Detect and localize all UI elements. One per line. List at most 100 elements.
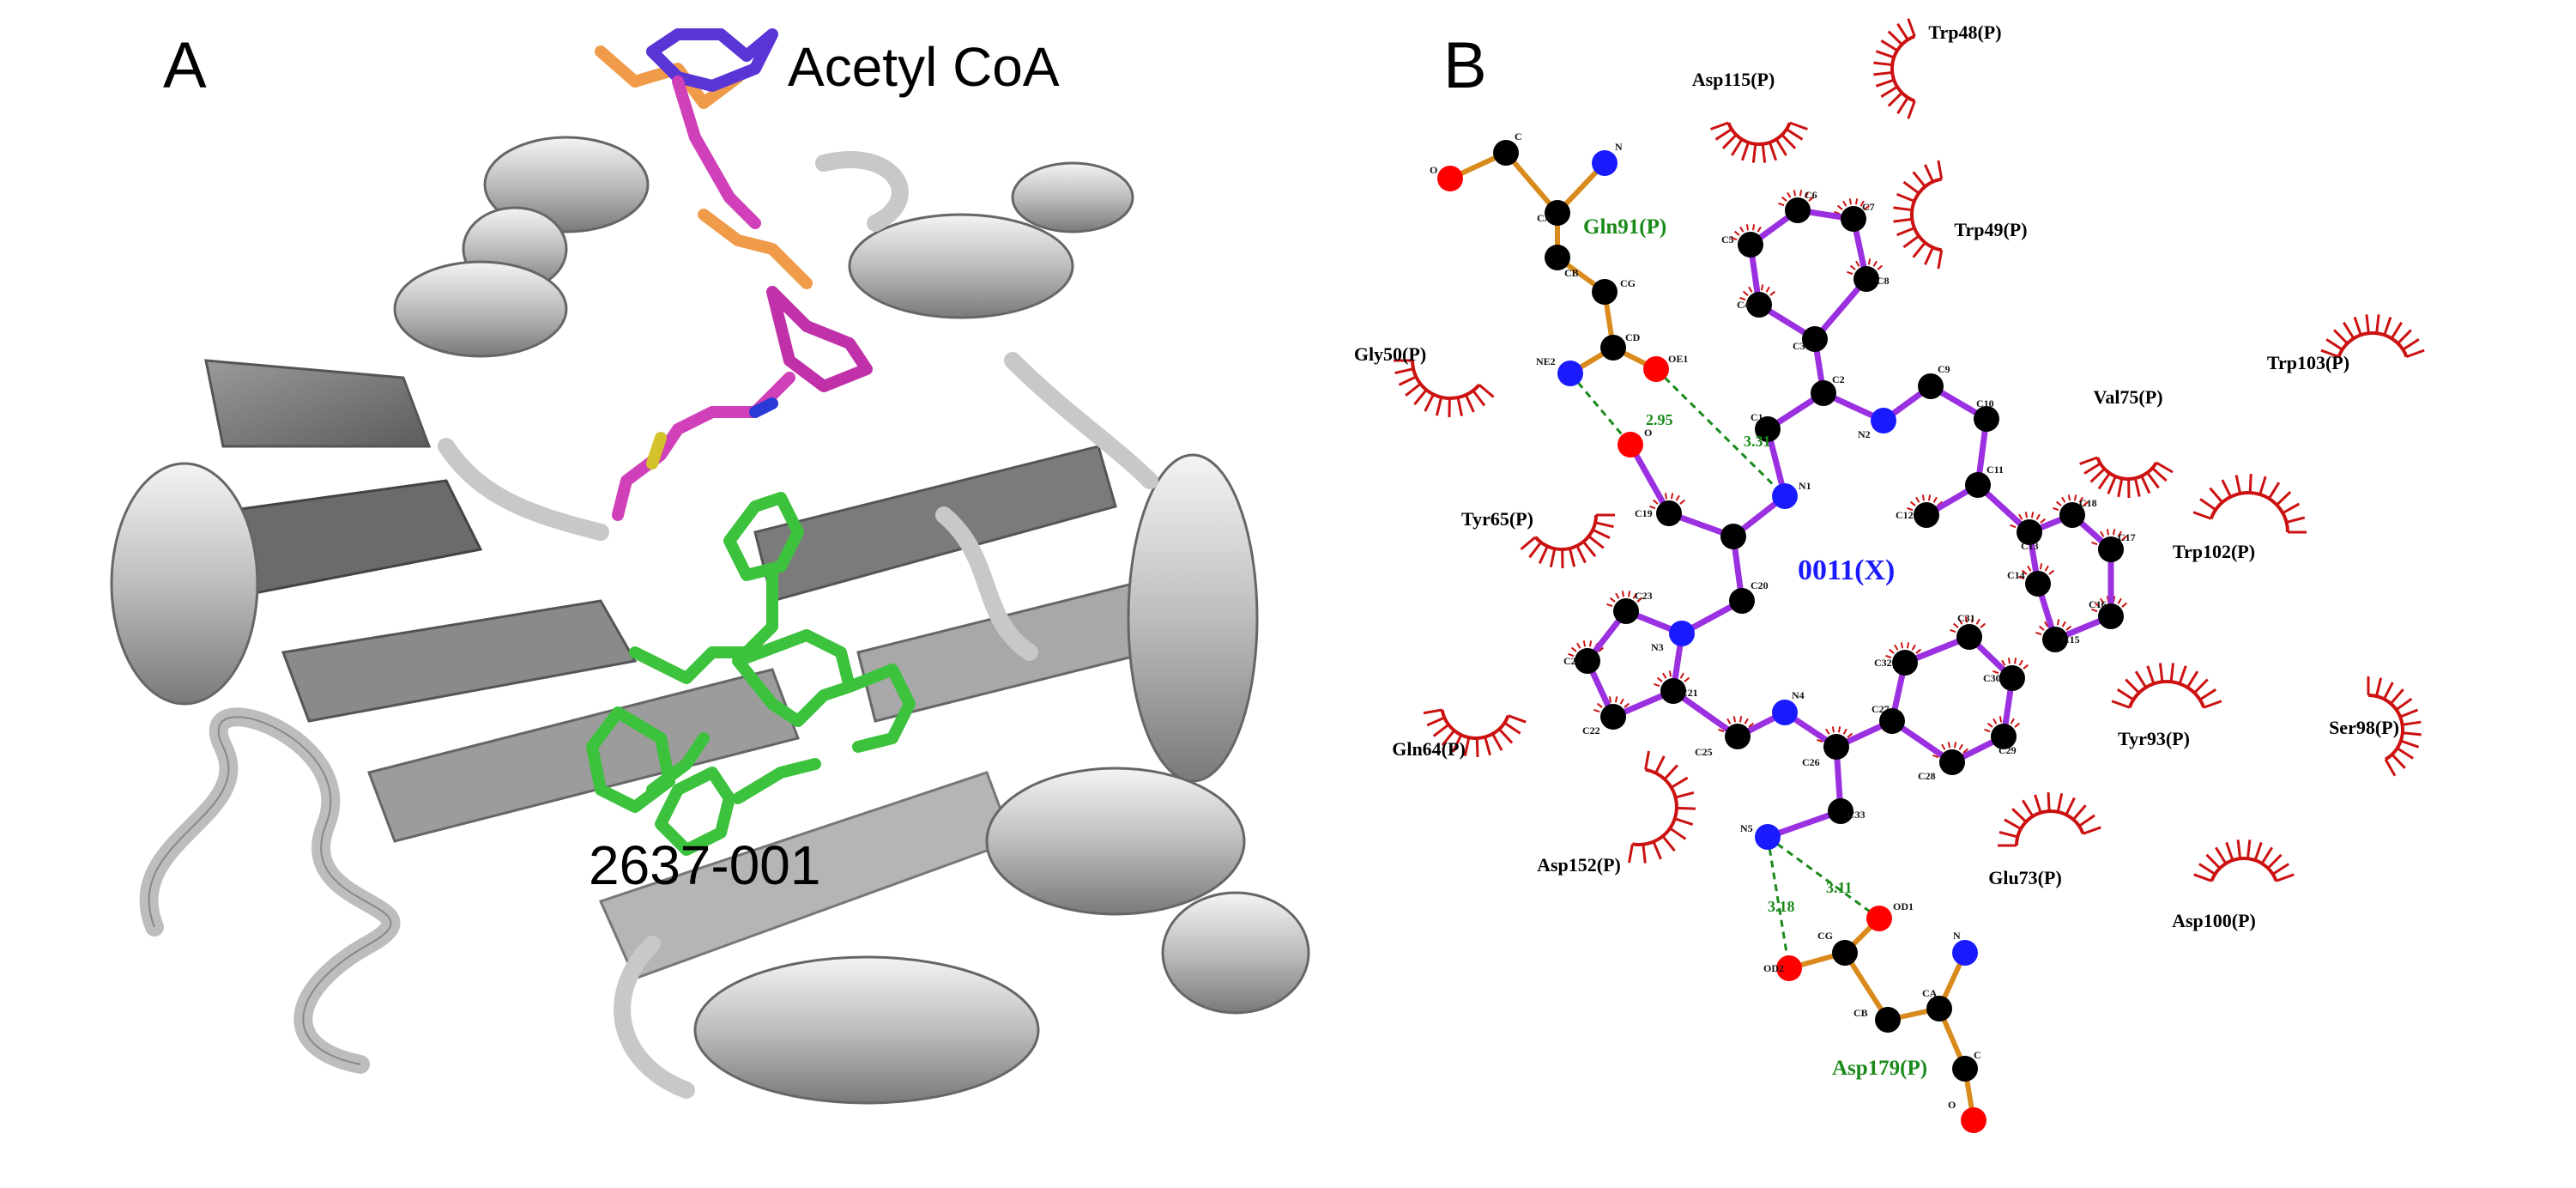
atom-label: OE1 bbox=[1668, 353, 1688, 365]
contact-spoke bbox=[1652, 499, 1659, 505]
contact-spoke bbox=[1582, 640, 1587, 647]
contact-spoke bbox=[1932, 754, 1939, 759]
carbon-atom bbox=[1746, 292, 1772, 318]
contact-spoke bbox=[2027, 565, 2032, 572]
link-chain-2 bbox=[732, 758, 821, 804]
hbond-distance-labels: 2.953.313.183.11 bbox=[1646, 411, 1853, 915]
atom-label: CD bbox=[1625, 331, 1641, 343]
contact-spoke bbox=[1854, 198, 1859, 205]
atom-label: O bbox=[1948, 1099, 1956, 1111]
atom-label: C bbox=[1515, 130, 1522, 142]
contact-spoke bbox=[2073, 494, 2077, 501]
carbon-atom bbox=[1974, 406, 1999, 432]
ligplot-atoms bbox=[1437, 140, 2124, 1133]
contact-spoke bbox=[1606, 603, 1613, 608]
contact-spoke bbox=[1570, 646, 1577, 652]
loop-coil bbox=[935, 506, 1038, 661]
contact-spoke bbox=[2117, 597, 2122, 604]
atom-label: C17 bbox=[2118, 531, 2136, 543]
contact-spoke bbox=[1950, 628, 1956, 633]
atom-label: C13 bbox=[2021, 540, 2039, 552]
contact-spoke bbox=[1738, 716, 1743, 723]
atom-label: C25 bbox=[1695, 746, 1713, 758]
phenyl-ring-2 bbox=[586, 706, 675, 813]
contact-spoke bbox=[2021, 569, 2028, 575]
atom-label: O bbox=[1430, 164, 1437, 176]
contact-spoke bbox=[1927, 494, 1932, 501]
carbon-atom bbox=[1875, 1007, 1901, 1033]
atom-label: C3 bbox=[1793, 340, 1805, 352]
contact-spoke bbox=[1825, 728, 1830, 735]
contact-spoke bbox=[1744, 718, 1749, 724]
atom-label: OD2 bbox=[1763, 962, 1784, 974]
panel-a-letter: A bbox=[163, 29, 207, 102]
loop-coil-outline bbox=[148, 716, 392, 1065]
contact-spoke bbox=[2121, 602, 2128, 608]
alpha-helix bbox=[110, 462, 259, 706]
loop-coil bbox=[614, 936, 695, 1099]
contact-spoke bbox=[2014, 722, 2021, 728]
contact-spoke bbox=[1808, 196, 1815, 202]
alpha-helix bbox=[848, 213, 1074, 319]
phenyl-ring-3 bbox=[655, 767, 735, 856]
hbond-distance-label: 3.11 bbox=[1826, 879, 1853, 896]
carbon-atom bbox=[1926, 996, 1952, 1021]
carbon-atom bbox=[1991, 724, 2017, 749]
hydrophobic-arc bbox=[1520, 513, 1615, 569]
carbon-atom bbox=[1600, 335, 1626, 361]
contact-spoke bbox=[1842, 200, 1847, 207]
atom-label: CB bbox=[1853, 1007, 1868, 1019]
atom-label: C12 bbox=[1896, 509, 1914, 521]
contact-spoke bbox=[2067, 494, 2071, 501]
atom-label: C16 bbox=[2089, 598, 2107, 610]
atom-label: CA bbox=[1922, 987, 1938, 999]
hydrophobic-residue-label: Trp49(P) bbox=[1954, 219, 2027, 240]
atom-label: C15 bbox=[2062, 633, 2080, 646]
contact-spoke bbox=[1751, 224, 1756, 231]
atom-label: CB bbox=[1564, 267, 1579, 279]
contact-spoke bbox=[1668, 670, 1672, 677]
contact-spoke bbox=[1885, 654, 1892, 659]
contact-spoke bbox=[1992, 670, 1999, 675]
carbon-atom bbox=[1725, 724, 1751, 749]
contact-spoke bbox=[1952, 622, 1959, 628]
alpha-helix bbox=[1161, 891, 1310, 1015]
contact-spoke bbox=[2106, 529, 2110, 536]
panel-b-letter: B bbox=[1443, 29, 1487, 102]
contact-spoke bbox=[2010, 524, 2017, 529]
contact-spoke bbox=[1855, 260, 1860, 267]
hydrophobic-residue-label: Tyr93(P) bbox=[2118, 728, 2190, 749]
alpha-helix bbox=[1011, 161, 1134, 233]
oxygen-atom bbox=[1643, 356, 1669, 382]
atom-label: CG bbox=[1817, 930, 1833, 942]
ribose-linker bbox=[672, 76, 761, 229]
hbond-line bbox=[1654, 367, 1787, 498]
contact-spoke bbox=[1778, 202, 1785, 207]
contact-spoke bbox=[2083, 500, 2089, 506]
contact-spoke bbox=[2044, 621, 2049, 627]
contact-spoke bbox=[1831, 726, 1835, 733]
phosphate-chain bbox=[595, 45, 744, 109]
contact-spoke bbox=[1921, 494, 1926, 501]
contact-spoke bbox=[2053, 506, 2059, 512]
alpha-helix bbox=[393, 260, 568, 358]
contact-spoke bbox=[2091, 541, 2098, 546]
carbon-atom bbox=[1832, 940, 1858, 966]
oxygen-atom bbox=[1437, 166, 1463, 191]
atom-label: N2 bbox=[1858, 428, 1871, 440]
contact-spoke bbox=[1962, 748, 1969, 754]
contact-spoke bbox=[2121, 535, 2128, 541]
contact-spoke bbox=[1804, 191, 1809, 198]
carbon-atom bbox=[1600, 704, 1626, 730]
hydrophobic-residue-label: Ser98(P) bbox=[2329, 717, 2399, 738]
loop-coil bbox=[1004, 352, 1158, 489]
contact-spoke bbox=[1576, 642, 1581, 649]
contact-spoke bbox=[1621, 591, 1625, 597]
nitrogen-atom bbox=[1772, 483, 1798, 509]
hydrophobic-arc bbox=[2320, 314, 2425, 359]
carbon-atom bbox=[1841, 206, 1866, 232]
hbond-distance-label: 3.18 bbox=[1768, 898, 1795, 915]
contact-spoke bbox=[1598, 646, 1605, 652]
contact-spoke bbox=[1632, 592, 1637, 599]
beta-sheet-strand bbox=[204, 359, 432, 448]
